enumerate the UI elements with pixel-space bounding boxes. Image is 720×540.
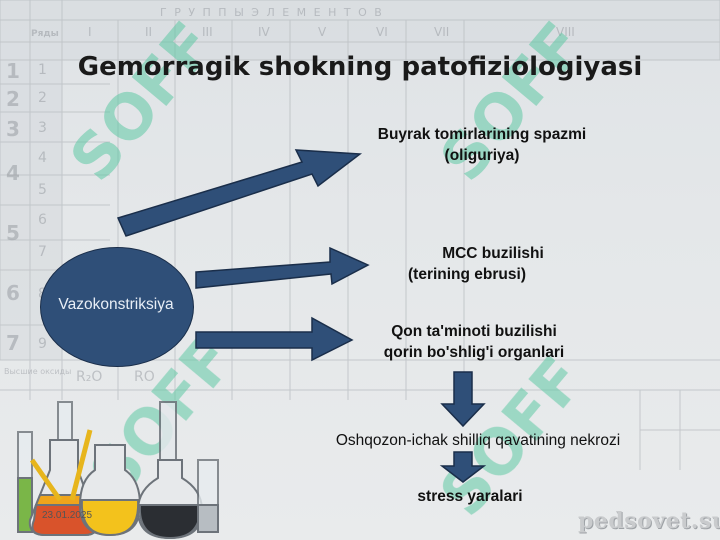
blood-supply-node: Qon ta'minoti buzilishi qorin bo'shlig'i… (358, 321, 590, 363)
blood-line2: qorin bo'shlig'i organlari (383, 344, 565, 361)
group-label: II (145, 25, 152, 39)
period-label: 6 (6, 281, 20, 305)
ulcers-node: stress yaralari (417, 488, 523, 505)
row-number: 9 (38, 336, 47, 352)
vasoconstriction-label: Vazokonstriksiya (58, 296, 174, 313)
group-label: VIII (556, 25, 575, 39)
oxide-value-text: R₂O (76, 369, 102, 385)
period-label: 3 (6, 117, 20, 141)
arrow-to-mcc (195, 246, 370, 289)
vasoconstriction-node (40, 247, 194, 367)
arrow-to-kidney (116, 149, 363, 237)
mcc-node: MCC buzilishi (terining ebrusi) (396, 243, 566, 285)
row-number: 3 (38, 120, 47, 136)
period-label: 4 (6, 161, 20, 185)
row-label-text: Ряды (31, 29, 59, 39)
blood-line1: Qon ta'minoti buzilishi (391, 323, 557, 340)
group-label: III (202, 25, 213, 39)
row-number: 4 (38, 150, 47, 166)
period-label: 2 (6, 87, 20, 111)
row-number: 1 (38, 62, 47, 78)
arrow-down-to-necrosis (440, 371, 486, 428)
mcc-line1: MCC buzilishi (442, 245, 544, 262)
group-label: VI (376, 25, 388, 39)
group-label: I (88, 25, 92, 39)
period-labels: 1 2 3 4 5 6 7 (6, 59, 20, 355)
group-label: V (318, 25, 327, 39)
mcc-line2: (terining ebrusi) (408, 266, 526, 283)
slide-title: Gemorragik shokning patofiziologiyasi (77, 52, 643, 82)
brand-logo: pedsovet.su (578, 508, 720, 534)
kidney-line1: Buyrak tomirlarining spazmi (377, 126, 587, 143)
period-label: 5 (6, 221, 20, 245)
slide-date: 23.01.2025 (42, 510, 93, 521)
row-number: 6 (38, 212, 47, 228)
arrow-down-to-ulcers (439, 451, 487, 483)
oxide-value2-text: RO (134, 369, 155, 385)
row-number: 2 (38, 90, 47, 106)
necrosis-node: Oshqozon-ichak shilliq qavatining nekroz… (335, 432, 621, 449)
kidney-line2: (oliguriya) (444, 147, 520, 164)
table-header-text: Г Р У П П Ы Э Л Е М Е Н Т О В (160, 6, 384, 19)
row-number: 7 (38, 244, 47, 260)
group-label: IV (258, 25, 271, 39)
arrow-to-blood-supply (195, 316, 354, 362)
kidney-node: Buyrak tomirlarining spazmi (oliguriya) (330, 124, 634, 166)
oxide-label-text: Высшие оксиды (4, 367, 71, 376)
row-number: 5 (38, 182, 47, 198)
period-label: 7 (6, 331, 20, 355)
group-label: VII (434, 25, 449, 39)
period-label: 1 (6, 59, 20, 83)
